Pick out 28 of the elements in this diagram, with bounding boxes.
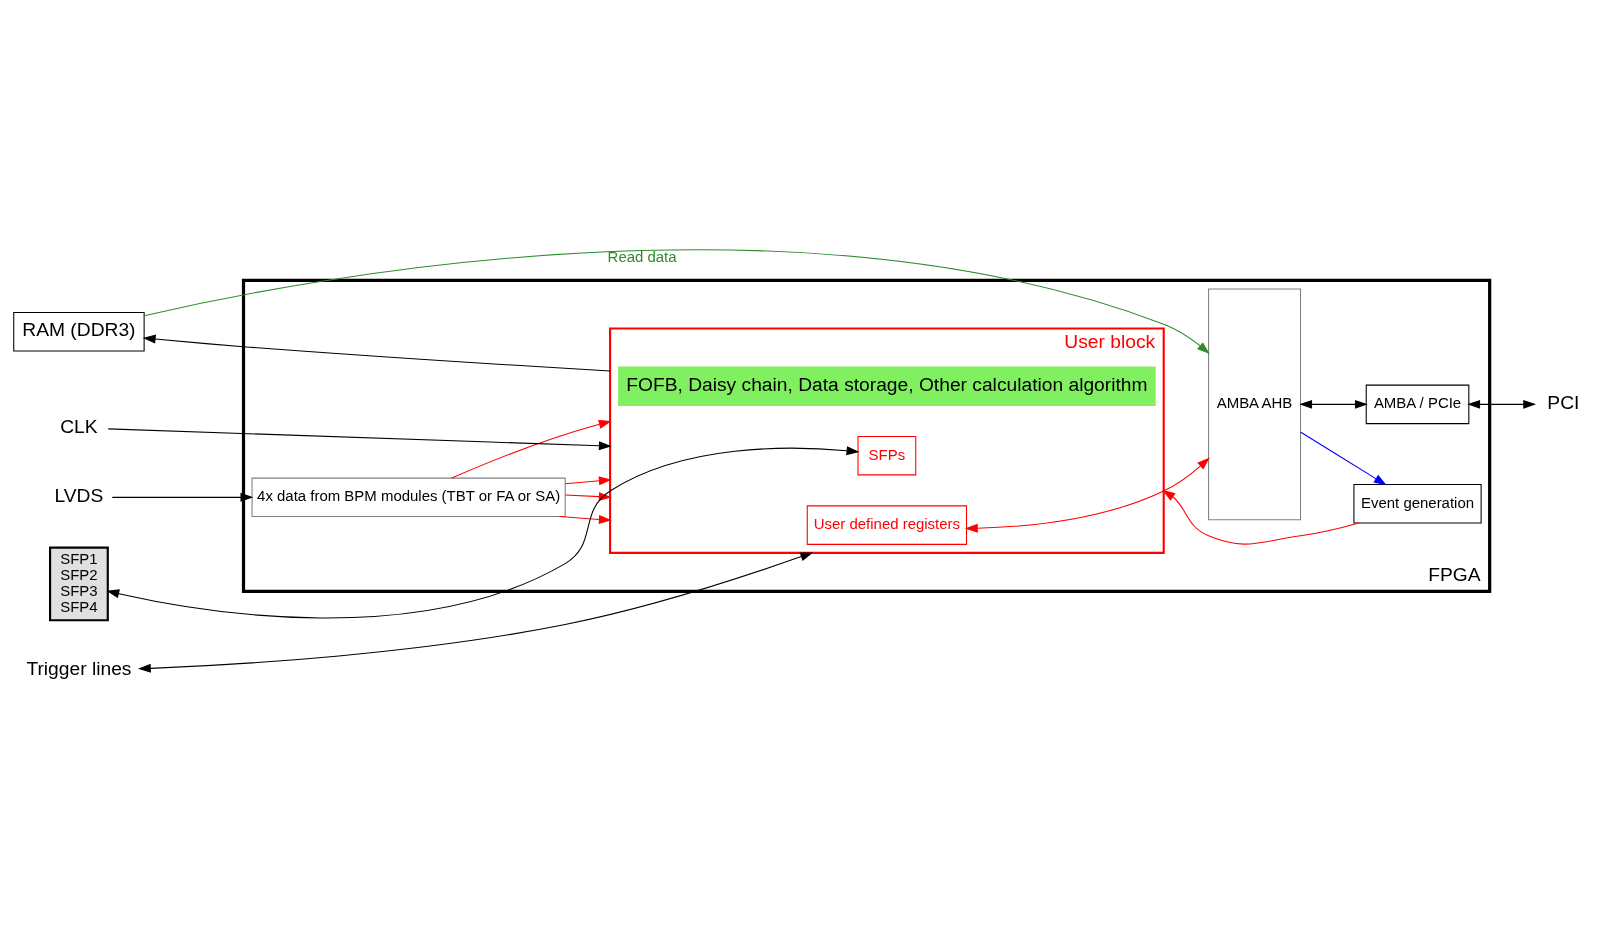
edge-label: Read data bbox=[607, 247, 677, 265]
node-text: Trigger lines bbox=[26, 657, 132, 679]
arrow bbox=[137, 551, 814, 673]
arrow bbox=[1300, 431, 1387, 485]
arrow bbox=[564, 475, 612, 485]
node-box: AMBA AHB bbox=[1208, 287, 1302, 520]
node-box: FOFB, Daisy chain, Data storage, Other calculation algorithm bbox=[618, 365, 1156, 406]
node-text: PCI bbox=[1547, 391, 1580, 413]
arrow bbox=[107, 427, 612, 450]
node-box: RAM (DDR3) bbox=[13, 311, 145, 351]
node-box: Event generation bbox=[1353, 483, 1482, 524]
arrow bbox=[142, 334, 611, 372]
arrow bbox=[1467, 399, 1537, 409]
node-box: SFPs bbox=[857, 435, 917, 475]
arrow bbox=[558, 514, 612, 524]
arrow bbox=[1299, 399, 1368, 409]
arrow bbox=[451, 419, 612, 479]
node-text: CLK bbox=[60, 415, 98, 437]
arrow bbox=[964, 456, 1210, 533]
arrow bbox=[1162, 489, 1360, 545]
node-box: User defined registers bbox=[806, 504, 968, 545]
node-box: AMBA / PCIe bbox=[1365, 384, 1470, 424]
arrow bbox=[106, 445, 860, 618]
node-box: SFP1 SFP2 SFP3 SFP4 bbox=[49, 546, 109, 621]
arrow bbox=[143, 248, 1210, 354]
node-box: 4x data from BPM modules (TBT or FA or SA) bbox=[251, 477, 566, 517]
arrow bbox=[111, 492, 254, 502]
node-text: LVDS bbox=[54, 484, 104, 506]
